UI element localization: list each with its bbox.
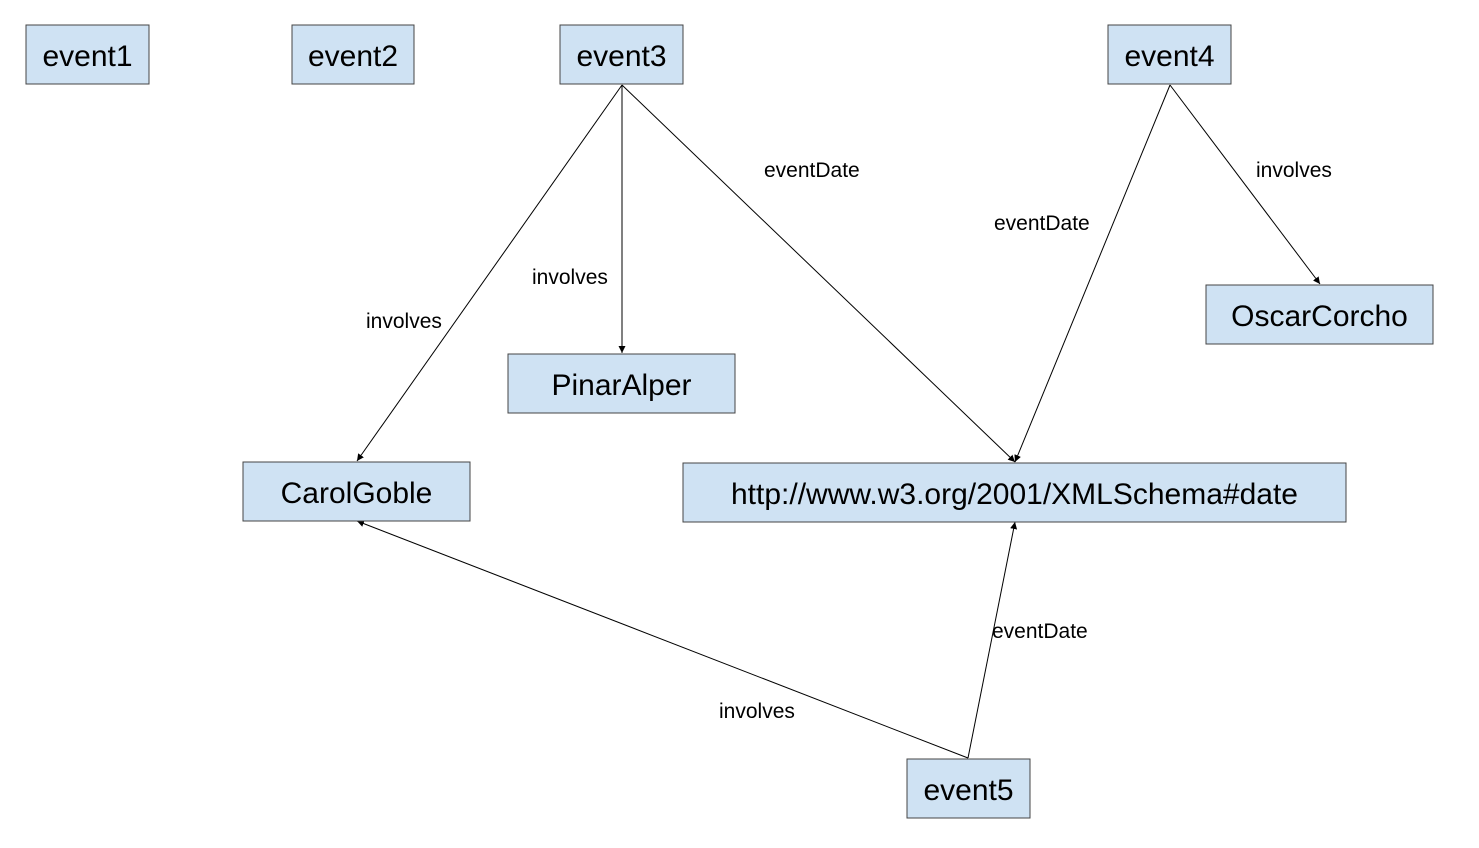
node-label-pinaralper: PinarAlper (551, 369, 691, 402)
node-label-xmlschema-date: http://www.w3.org/2001/XMLSchema#date (731, 478, 1298, 511)
node-label-oscarcorcho: OscarCorcho (1231, 300, 1408, 333)
edge-labels: involves involves eventDate eventDate in… (366, 159, 1332, 723)
edge-event5-xmldate[interactable] (967, 521, 1018, 759)
node-event5[interactable]: event5 (906, 758, 1031, 819)
node-carolgoble[interactable]: CarolGoble (242, 461, 471, 522)
node-event2[interactable]: event2 (291, 24, 415, 85)
edge-label-event3-carolgoble: involves (366, 310, 442, 333)
edge-label-event5-carolgoble: involves (719, 700, 795, 723)
node-label-event4: event4 (1124, 40, 1214, 73)
edge-event4-xmldate[interactable] (1014, 84, 1171, 463)
edge-label-event4-oscarcorcho: involves (1256, 159, 1332, 182)
node-xmlschema-date[interactable]: http://www.w3.org/2001/XMLSchema#date (682, 462, 1347, 523)
edge-label-event3-xmldate: eventDate (764, 159, 860, 182)
node-label-event3: event3 (576, 40, 666, 73)
edge-event5-carolgoble[interactable] (356, 520, 969, 759)
node-oscarcorcho[interactable]: OscarCorcho (1205, 284, 1434, 345)
edge-label-event5-xmldate: eventDate (992, 620, 1088, 643)
edge-label-event4-xmldate: eventDate (994, 212, 1090, 235)
node-event1[interactable]: event1 (25, 24, 150, 85)
node-label-event5: event5 (923, 774, 1013, 807)
edge-event3-xmldate[interactable] (621, 84, 1016, 463)
edge-event4-oscarcorcho[interactable] (1169, 84, 1321, 285)
node-pinaralper[interactable]: PinarAlper (507, 353, 736, 414)
node-event3[interactable]: event3 (559, 24, 684, 85)
node-label-event1: event1 (42, 40, 132, 73)
node-event4[interactable]: event4 (1107, 24, 1232, 85)
node-label-event2: event2 (308, 40, 398, 73)
edge-label-event3-pinaralper: involves (532, 266, 608, 289)
edge-event3-carolgoble[interactable] (356, 84, 623, 462)
edges (356, 84, 1321, 759)
node-label-carolgoble: CarolGoble (281, 477, 433, 510)
